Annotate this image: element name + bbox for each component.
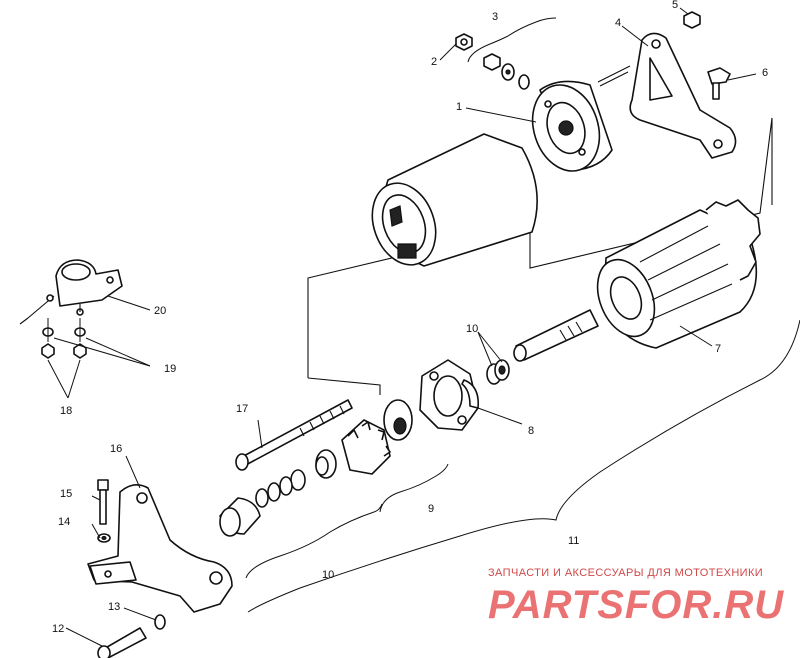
bracket-3-left [467, 35, 509, 63]
leader-lines [47, 7, 757, 647]
bracket-9 [379, 463, 449, 513]
bracket-3-right [507, 17, 557, 37]
bushing-part-10-upper [486, 359, 510, 385]
watermark-brand: PARTSFOR.RU [488, 583, 784, 627]
partsfor-watermark: ЗАПЧАСТИ И АКСЕССУАРЫ ДЛЯ МОТОТЕХНИКИ PA… [488, 567, 784, 627]
motor-housing [371, 133, 538, 267]
nuts-washers-part-18-19 [41, 327, 87, 359]
callout-19: 19 [164, 363, 176, 375]
callout-15: 15 [60, 488, 72, 500]
callout-1: 1 [456, 101, 462, 113]
callout-2: 2 [431, 56, 437, 68]
callout-8: 8 [528, 425, 534, 437]
nut-part-5 [683, 11, 701, 29]
nut-part-2 [455, 33, 473, 51]
watermark-tagline: ЗАПЧАСТИ И АКСЕССУАРЫ ДЛЯ МОТОТЕХНИКИ [488, 567, 763, 579]
callout-3: 3 [492, 11, 498, 23]
end-cap-part-1 [531, 65, 631, 172]
assembly-boundary-line [307, 117, 773, 378]
boundary-segment [307, 377, 381, 395]
callout-11: 11 [568, 535, 579, 547]
mounting-bracket-part-4 [629, 32, 737, 159]
lock-washer-part-13 [154, 614, 166, 630]
bolt-part-12 [97, 627, 147, 658]
bolt-part-6 [707, 67, 731, 100]
armature-part-7 [513, 199, 761, 362]
pinion-gear-group-part-9 [315, 399, 413, 479]
callout-20: 20 [154, 305, 166, 317]
callout-labels: 1 2 3 4 5 6 7 8 9 10 10 11 12 13 14 15 1… [52, 0, 768, 635]
callout-12: 12 [52, 623, 64, 635]
bolt-part-15 [97, 479, 109, 525]
solenoid-part-20 [19, 259, 123, 325]
callout-17: 17 [236, 403, 248, 415]
callout-6: 6 [762, 67, 768, 79]
spring-sleeve-part-10-lower [219, 469, 306, 537]
callout-16: 16 [110, 443, 122, 455]
callout-4: 4 [615, 17, 621, 29]
callout-18: 18 [60, 405, 72, 417]
callout-14: 14 [58, 516, 70, 528]
bracket-11 [247, 319, 800, 613]
washer-nut-set-part-3 [483, 53, 530, 90]
washer-part-14 [97, 533, 111, 543]
callout-13: 13 [108, 601, 120, 613]
drive-end-plate-part-8 [419, 359, 480, 431]
callout-9: 9 [428, 503, 434, 515]
through-bolt-part-17 [235, 399, 353, 471]
callout-5: 5 [672, 0, 678, 11]
callout-10-upper: 10 [466, 323, 478, 335]
callout-7: 7 [715, 343, 721, 355]
callout-10-lower: 10 [322, 569, 334, 581]
support-bracket-part-16 [87, 484, 233, 613]
bracket-10-lower [245, 503, 383, 579]
